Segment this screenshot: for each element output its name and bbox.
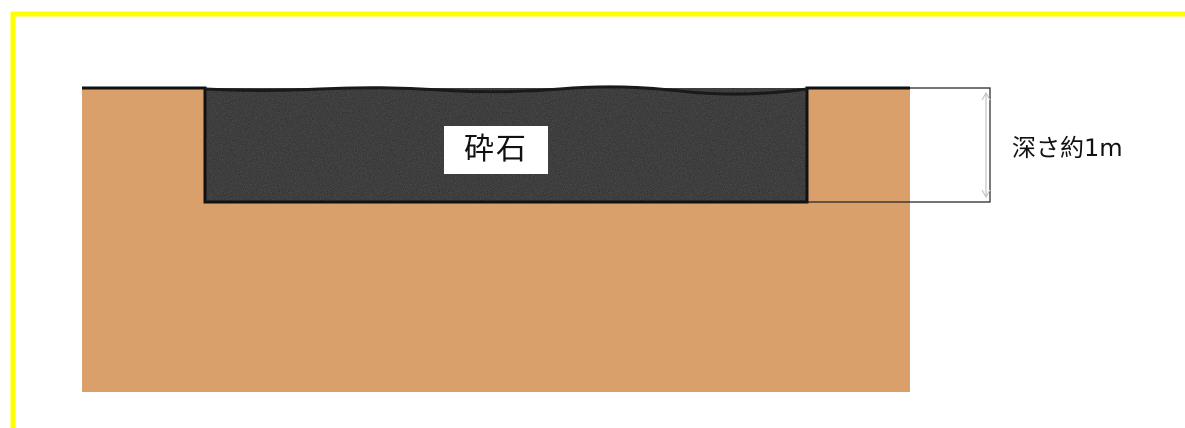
dimension-line	[807, 87, 991, 203]
gravel-top-edge	[204, 85, 808, 96]
ground-line	[82, 86, 910, 204]
frame-border	[10, 11, 1185, 428]
dimension-arrowhead-top	[981, 91, 991, 101]
depth-label: 深さ約1m	[1012, 134, 1123, 162]
gravel-label: 砕石	[444, 126, 548, 174]
dimension-arrowhead-bottom	[981, 189, 991, 199]
